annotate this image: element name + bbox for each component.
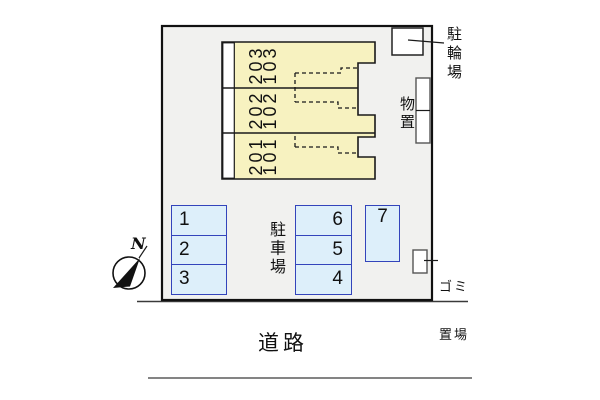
unit-label-202-102: 202 102	[246, 90, 280, 130]
garbage-label-line2: 置場	[439, 327, 470, 342]
unit-101: 101	[260, 136, 280, 176]
parking-space-7: 7	[365, 205, 400, 262]
compass-needle-line	[138, 245, 148, 259]
storage-label: 物置	[398, 96, 415, 132]
parking-space-3: 3	[172, 264, 226, 294]
unit-label-203-103: 203 103	[246, 45, 280, 85]
parking-space-6: 6	[332, 209, 343, 230]
bicycle-parking-leader-line	[407, 39, 445, 44]
entry-dashed-line-1	[295, 67, 358, 74]
parking-space-1: 1	[179, 209, 190, 230]
compass-needle	[113, 258, 140, 288]
parking-space-4: 4	[296, 264, 351, 294]
garbage-area	[412, 249, 428, 274]
unit-103: 103	[260, 45, 280, 85]
building-outline	[221, 41, 376, 180]
parking-area-label: 駐車場	[267, 221, 284, 277]
compass	[112, 245, 148, 290]
parking-column-left: 1 2 3	[171, 205, 227, 295]
balcony-strip	[222, 42, 235, 179]
road-label: 道路	[258, 332, 308, 355]
garbage-label: ゴミ 置場	[439, 247, 469, 375]
parking-space-5: 5	[296, 234, 351, 265]
garbage-label-line1: ゴミ	[439, 279, 470, 294]
unit-label-201-101: 201 101	[246, 136, 280, 176]
bicycle-parking-area	[391, 27, 424, 56]
parking-column-right: 6 5 4	[295, 205, 352, 295]
unit-102: 102	[260, 90, 280, 130]
entry-dashed-line-2	[295, 101, 358, 109]
bicycle-parking-label: 駐輪場	[445, 26, 462, 83]
entry-dashed-line-3	[295, 146, 358, 154]
north-label: N	[131, 234, 146, 253]
parking-space-2: 2	[172, 234, 226, 265]
